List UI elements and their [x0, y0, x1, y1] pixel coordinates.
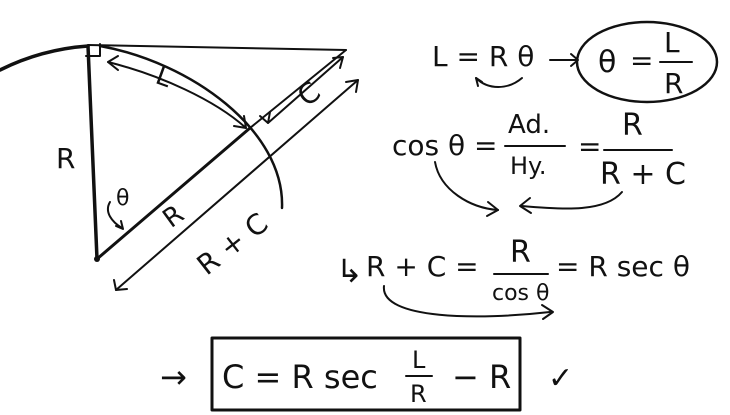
r-plus-c-dimension-line: [115, 79, 359, 291]
radius-line-inner: [95, 126, 252, 261]
geometry-diagram: L C R R θ R + C: [0, 43, 359, 291]
final-result-box: [210, 336, 522, 412]
swap-arrowhead: [475, 77, 483, 87]
line3-numerator: R: [510, 235, 531, 270]
arc-length-arrowhead-right: [233, 115, 247, 129]
right-angle-marker: [85, 43, 101, 57]
secant-extension: [249, 49, 347, 129]
final-denominator: R: [410, 380, 427, 408]
tangent-line: [87, 44, 347, 51]
circle-arc: [98, 44, 284, 210]
r-plus-c-arrowhead-low: [113, 279, 128, 291]
final-arrow: →: [160, 358, 187, 396]
substitution-arrowhead: [541, 304, 554, 320]
converge-arrow-left: [434, 161, 499, 211]
c-dimension-tick-b: [332, 56, 344, 69]
frac2-denominator: R + C: [600, 157, 686, 192]
ad-label: Ad.: [508, 110, 550, 140]
substitution-arrow: [382, 285, 551, 318]
label-theta: θ: [116, 186, 129, 211]
r-plus-c-arrowhead-high: [345, 79, 359, 93]
label-c: C: [291, 75, 327, 113]
circled-equals: =: [630, 44, 653, 77]
arc-length-arrowhead-left: [107, 55, 119, 71]
handwritten-notes: L = R θ θ = L R cos θ = Ad. Hy. = R R + …: [160, 20, 719, 412]
derive-arrow: ↳: [336, 252, 363, 290]
c-dimension-tick-a: [259, 111, 271, 124]
circled-numerator: L: [664, 26, 680, 59]
result-circle: [575, 20, 719, 104]
eq-arc-length: L = R θ: [432, 40, 534, 73]
line3-rhs: = R sec θ: [556, 250, 690, 283]
hy-label: Hy.: [510, 152, 546, 180]
final-numerator: L: [412, 346, 426, 374]
center-point: [94, 256, 100, 262]
theta-angle-arrow: [106, 201, 123, 229]
circled-theta: θ: [598, 45, 616, 80]
label-r-plus-c: R + C: [191, 206, 275, 281]
theta-arrowhead: [115, 220, 124, 230]
label-r-left: R: [56, 142, 75, 175]
converge-arrowhead-right: [519, 197, 532, 214]
frac2-numerator: R: [622, 108, 643, 143]
converge-arrow-right: [521, 191, 623, 210]
line3-lhs: R + C =: [366, 250, 479, 283]
label-l: L: [152, 61, 176, 94]
circled-denominator: R: [664, 67, 683, 100]
line3-denominator: cos θ: [492, 281, 549, 306]
final-tail: − R: [452, 358, 511, 396]
final-lhs: C = R sec: [222, 358, 378, 396]
implies-arrow-1: [549, 53, 579, 67]
c-dimension-line: [267, 56, 344, 124]
checkmark-icon: ✓: [548, 361, 573, 396]
converge-arrowhead-left: [486, 201, 499, 217]
arc-length-arrow: [107, 61, 247, 129]
radius-line-left: [86, 44, 99, 261]
cos-lhs: cos θ =: [392, 129, 498, 162]
eq2-sign: =: [578, 130, 601, 163]
swap-arrow: [475, 77, 523, 88]
earth-surface-arc: [0, 44, 90, 72]
